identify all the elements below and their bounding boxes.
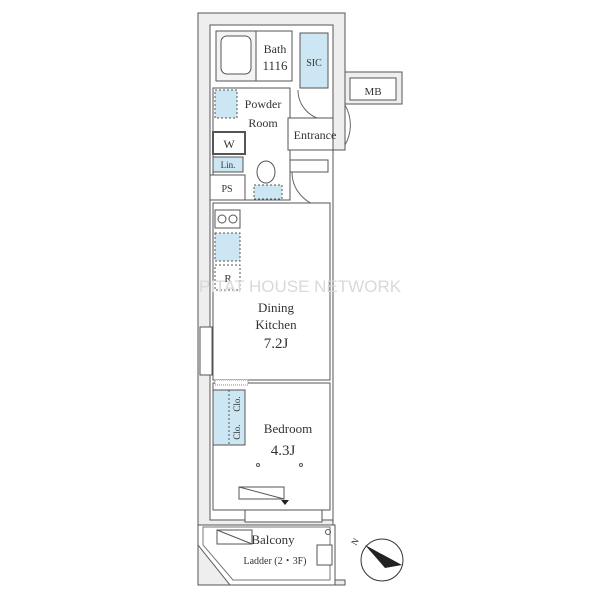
bath: Bath 1116	[215, 30, 293, 82]
ladder-label: Ladder (2・3F)	[243, 556, 306, 567]
balcony-window	[244, 509, 323, 523]
mb-closet: MB	[344, 71, 403, 146]
washer-space	[212, 131, 246, 155]
stove-icon	[214, 209, 241, 229]
shoe-rack	[289, 159, 329, 173]
ps-label: PS	[221, 184, 232, 195]
air-conditioner-icon	[238, 486, 289, 505]
entrance-label: Entrance	[294, 128, 337, 142]
dining-label: Dining	[258, 300, 295, 315]
fridge-label: R	[224, 273, 232, 285]
bedroom-label: Bedroom	[264, 421, 312, 436]
balcony	[197, 524, 336, 586]
closet-label-2: Clo.	[232, 424, 242, 439]
linen-closet	[212, 156, 244, 173]
north-compass-icon: N	[349, 536, 404, 582]
powder-label: Powder	[245, 97, 282, 111]
sic-closet	[299, 32, 329, 89]
dk-size: 7.2J	[264, 336, 289, 352]
sink-icon	[214, 232, 241, 262]
sliding-door	[214, 379, 249, 386]
washer-label: W	[223, 137, 235, 151]
sic-label: SIC	[306, 58, 322, 69]
pipe-space	[209, 174, 246, 201]
toilet-icon	[253, 160, 283, 200]
bath-size: 1116	[262, 58, 288, 73]
bath-label: Bath	[264, 42, 287, 56]
north-label: N	[349, 536, 361, 547]
light-point-icon	[256, 463, 260, 467]
balcony-label: Balcony	[251, 532, 295, 547]
window	[199, 326, 213, 376]
bedroom-size: 4.3J	[271, 443, 296, 459]
watermark: PITAT HOUSE NETWORK	[199, 277, 402, 296]
linen-label: Lin.	[221, 160, 236, 170]
washbasin-icon	[214, 89, 238, 119]
closet-label-1: Clo.	[232, 396, 242, 411]
light-point-icon	[299, 463, 303, 467]
kitchen-label: Kitchen	[255, 317, 297, 332]
mb-label: MB	[364, 86, 381, 98]
entrance	[287, 117, 334, 151]
powder-label-2: Room	[248, 116, 278, 130]
fridge-space	[214, 264, 241, 291]
